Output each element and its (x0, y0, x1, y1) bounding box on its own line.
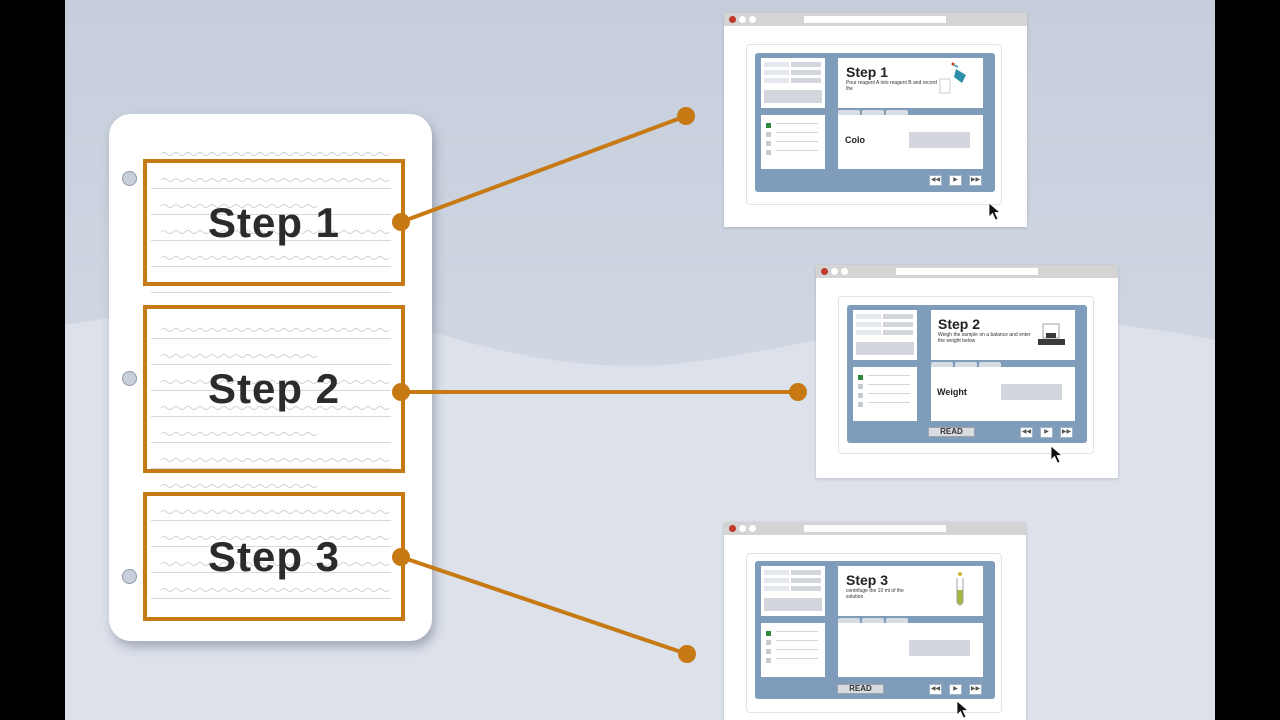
app-panel: Step 1 Pour reagent A into reagent B and… (755, 53, 995, 192)
mouse-cursor-icon (1050, 445, 1064, 464)
app-window-step-2: Step 2 Weigh the sample on a balance and… (816, 265, 1118, 478)
maximize-dot[interactable] (749, 16, 756, 23)
value-input[interactable] (909, 640, 970, 656)
weight-input[interactable] (1001, 384, 1062, 400)
tab[interactable] (838, 110, 860, 115)
diagram-stage: Step 1 Step 2 Step 3 (65, 0, 1215, 720)
instruction-panel: Step 1 Pour reagent A into reagent B and… (838, 58, 983, 108)
app-frame: Step 1 Pour reagent A into reagent B and… (746, 44, 1002, 205)
thumbnail-panel (761, 58, 825, 108)
step-title: Step 2 (938, 316, 981, 332)
instruction-panel: Step 3 centrifuge the 10 ml of the solut… (838, 566, 983, 616)
procedure-notebook: Step 1 Step 2 Step 3 (109, 114, 432, 641)
connector-dot (392, 213, 410, 231)
play-button[interactable]: ▶ (949, 175, 962, 186)
tab[interactable] (979, 362, 1001, 367)
binder-hole (122, 569, 137, 584)
minimize-dot[interactable] (739, 16, 746, 23)
connector-line-3 (399, 555, 689, 656)
tab[interactable] (886, 618, 908, 623)
rewind-button[interactable]: ◀◀ (929, 684, 942, 695)
mouse-cursor-icon (988, 202, 1002, 221)
app-frame: Step 3 centrifuge the 10 ml of the solut… (746, 553, 1002, 713)
read-button[interactable]: READ (837, 684, 884, 694)
flask-icon (939, 62, 966, 94)
tab[interactable] (955, 362, 977, 367)
address-bar[interactable] (896, 268, 1038, 275)
app-window-step-1: Step 1 Pour reagent A into reagent B and… (724, 13, 1027, 227)
tab[interactable] (931, 362, 953, 367)
window-title-bar (724, 13, 1027, 26)
play-button[interactable]: ▶ (1040, 427, 1053, 438)
test-tube-icon (956, 572, 964, 606)
checklist-panel (853, 367, 917, 421)
read-button[interactable]: READ (928, 427, 975, 437)
field-label: Colo (845, 135, 865, 145)
step-2-label: Step 2 (207, 365, 341, 412)
checklist-panel (761, 115, 825, 169)
step-connectors (392, 107, 807, 663)
app-frame: Step 2 Weigh the sample on a balance and… (838, 296, 1094, 454)
mouse-cursor-icon (956, 700, 970, 719)
input-panel (838, 623, 983, 677)
step-3-label: Step 3 (207, 532, 341, 580)
forward-button[interactable]: ▶▶ (969, 175, 982, 186)
connector-dot (677, 107, 695, 125)
step-title: Step 1 (846, 64, 889, 80)
tab[interactable] (862, 110, 884, 115)
value-input[interactable] (909, 132, 970, 148)
minimize-dot[interactable] (739, 525, 746, 532)
play-button[interactable]: ▶ (949, 684, 962, 695)
field-label: Weight (937, 387, 967, 397)
step-1-label: Step 1 (207, 198, 341, 246)
app-window-step-3: Step 3 centrifuge the 10 ml of the solut… (724, 522, 1026, 720)
thumbnail-panel (761, 566, 825, 616)
close-dot[interactable] (821, 268, 828, 275)
connector-dot (789, 383, 807, 401)
connector-line-1 (399, 114, 688, 224)
address-bar[interactable] (804, 525, 946, 532)
connector-dot (392, 548, 410, 566)
maximize-dot[interactable] (749, 525, 756, 532)
window-title-bar (724, 522, 1026, 535)
binder-hole (122, 171, 137, 186)
app-panel: Step 3 centrifuge the 10 ml of the solut… (755, 561, 995, 699)
instruction-panel: Step 2 Weigh the sample on a balance and… (931, 310, 1075, 360)
step-description: Weigh the sample on a balance and enter … (938, 332, 1031, 344)
thumbnail-panel (853, 310, 917, 360)
tab[interactable] (838, 618, 860, 623)
step-description: Pour reagent A into reagent B and record… (846, 80, 937, 92)
close-dot[interactable] (729, 525, 736, 532)
binder-hole (122, 371, 137, 386)
app-panel: Step 2 Weigh the sample on a balance and… (847, 305, 1087, 443)
step-title: Step 3 (846, 572, 889, 588)
step-1-box[interactable]: Step 1 (143, 159, 405, 286)
maximize-dot[interactable] (841, 268, 848, 275)
tab[interactable] (862, 618, 884, 623)
forward-button[interactable]: ▶▶ (969, 684, 982, 695)
address-bar[interactable] (804, 16, 946, 23)
balance-scale-icon (1038, 323, 1065, 345)
window-title-bar (816, 265, 1118, 278)
minimize-dot[interactable] (831, 268, 838, 275)
close-dot[interactable] (729, 16, 736, 23)
input-panel: Weight (931, 367, 1075, 421)
rewind-button[interactable]: ◀◀ (929, 175, 942, 186)
checklist-panel (761, 623, 825, 677)
forward-button[interactable]: ▶▶ (1060, 427, 1073, 438)
input-panel: Colo (838, 115, 983, 169)
tab[interactable] (886, 110, 908, 115)
connector-dot (678, 645, 696, 663)
connector-dot (392, 383, 410, 401)
rewind-button[interactable]: ◀◀ (1020, 427, 1033, 438)
step-description: centrifuge the 10 ml of the solution (846, 588, 904, 600)
